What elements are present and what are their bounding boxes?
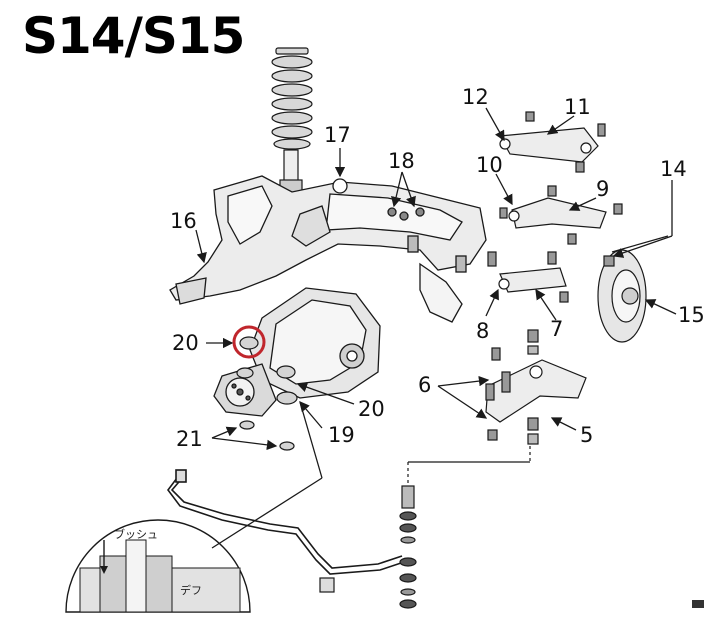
callout-10: 10 xyxy=(476,153,503,177)
callout-14: 14 xyxy=(660,157,687,181)
callout-19: 19 xyxy=(328,423,355,447)
stabilizer-bar xyxy=(167,469,405,575)
inset-bushing-label: ブッシュ xyxy=(114,527,158,541)
bushing-inset xyxy=(65,519,251,613)
highlight-ring xyxy=(232,325,266,359)
lateral-link xyxy=(487,251,569,303)
end-link-stack xyxy=(319,446,531,609)
callout-17: 17 xyxy=(324,123,351,147)
callout-11: 11 xyxy=(564,95,591,119)
callout-15: 15 xyxy=(678,303,705,327)
callout-16: 16 xyxy=(170,209,197,233)
callout-21: 21 xyxy=(176,427,203,451)
traction-arm xyxy=(499,185,623,245)
callout-20-second: 20 xyxy=(358,397,385,421)
callout-5: 5 xyxy=(580,423,594,447)
callout-6: 6 xyxy=(418,373,432,397)
callout-20: 20 xyxy=(172,331,199,355)
callout-8: 8 xyxy=(476,319,490,343)
callout-7: 7 xyxy=(550,317,564,341)
inset-diff-label: デフ xyxy=(180,583,202,597)
leader-lines xyxy=(195,107,677,549)
callout-12: 12 xyxy=(462,85,489,109)
rear-hub-knuckle xyxy=(597,235,669,343)
diagram-title: S14/S15 xyxy=(22,7,245,65)
lower-control-arm xyxy=(485,329,587,445)
diff-bushings xyxy=(236,336,298,451)
upper-link-arm xyxy=(499,111,606,173)
callout-18: 18 xyxy=(388,149,415,173)
coil-spring xyxy=(271,47,313,199)
corner-mark-icon xyxy=(692,600,704,608)
callout-9: 9 xyxy=(596,177,610,201)
